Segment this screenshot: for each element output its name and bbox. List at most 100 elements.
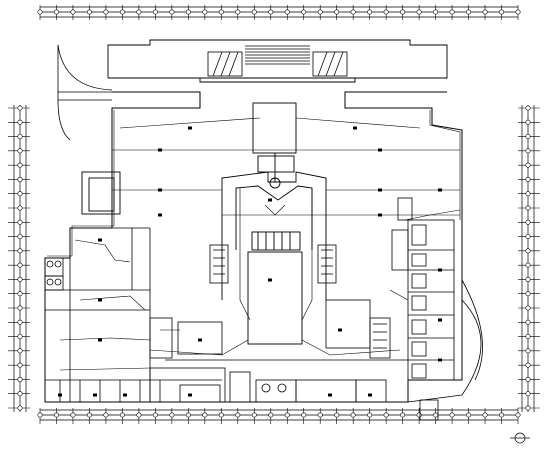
grid-bubble: [400, 412, 406, 418]
right-dimension-lines: [521, 105, 535, 412]
light-fixture-symbol: [158, 188, 162, 192]
stair-hatch-right: [312, 51, 348, 77]
grid-bubble: [17, 319, 23, 325]
lower-left-rooms: [44, 227, 222, 402]
left-grid-ticks: [8, 105, 30, 411]
grid-bubble: [367, 412, 373, 418]
grid-bubble: [70, 412, 76, 418]
north-symbol: [510, 432, 530, 444]
light-fixture-symbol: [378, 148, 382, 152]
grid-bubble: [525, 219, 531, 225]
grid-bubble: [169, 9, 175, 15]
light-fixture-symbol: [338, 328, 342, 332]
light-fixture-symbol: [368, 393, 372, 397]
bottom-dimension-lines: [40, 409, 518, 421]
light-fixture-symbol: [353, 126, 357, 130]
top-dimension-lines: [40, 6, 518, 18]
grid-bubble: [17, 105, 23, 111]
top-grid-ticks: [37, 5, 521, 20]
light-fixture-symbol: [123, 393, 127, 397]
grid-bubble: [17, 234, 23, 240]
grid-bubble: [17, 405, 23, 411]
grid-bubble: [466, 9, 472, 15]
grid-bubble: [433, 9, 439, 15]
grid-bubble: [525, 391, 531, 397]
grid-bubble: [17, 219, 23, 225]
light-fixture-symbol: [438, 188, 442, 192]
light-fixture-symbol: [93, 393, 97, 397]
grid-bubble: [525, 134, 531, 140]
grid-bubble: [152, 9, 158, 15]
light-fixture-symbol: [438, 358, 442, 362]
grid-bubble: [367, 9, 373, 15]
right-room-column: [391, 197, 455, 421]
grid-bubble: [70, 9, 76, 15]
grid-bubble: [169, 412, 175, 418]
grid-bubble: [17, 348, 23, 354]
grid-bubble: [466, 412, 472, 418]
grid-bubble: [218, 9, 224, 15]
grid-bubble: [525, 334, 531, 340]
grid-bubble: [515, 9, 521, 15]
grid-bubble: [525, 176, 531, 182]
grid-bubble: [152, 412, 158, 418]
left-dimension-lines: [13, 105, 27, 412]
light-fixture-symbol: [188, 393, 192, 397]
light-fixture-symbol: [328, 393, 332, 397]
light-fixture-symbol: [268, 278, 272, 282]
grid-bubble: [218, 412, 224, 418]
grid-bubble: [268, 412, 274, 418]
grid-bubble: [525, 205, 531, 211]
central-lobby: [221, 171, 327, 345]
light-fixtures: [58, 126, 442, 397]
grid-bubble: [301, 9, 307, 15]
grid-bubble: [86, 412, 92, 418]
grid-bubble: [525, 319, 531, 325]
grid-bubble: [17, 362, 23, 368]
grid-bubble: [17, 305, 23, 311]
grid-bubble: [284, 412, 290, 418]
grid-bubble: [185, 9, 191, 15]
lower-middle-rooms: [149, 244, 408, 403]
grid-bubble: [17, 176, 23, 182]
grid-bubble: [17, 119, 23, 125]
grid-bubble: [185, 412, 191, 418]
grid-bubble: [119, 9, 125, 15]
light-fixture-symbol: [438, 268, 442, 272]
grid-bubble: [17, 191, 23, 197]
grid-bubble: [525, 234, 531, 240]
grid-bubble: [416, 9, 422, 15]
grid-bubble: [525, 262, 531, 268]
grid-bubble: [17, 376, 23, 382]
top-entrance-block: [107, 39, 448, 83]
bottom-grid-ticks: [37, 408, 521, 424]
grid-bubble: [350, 9, 356, 15]
grid-bubble: [37, 9, 43, 15]
grid-bubble: [499, 9, 505, 15]
grid-bubble: [301, 412, 307, 418]
grid-bubble: [202, 9, 208, 15]
right-grid-ticks: [518, 105, 540, 411]
grid-bubble: [525, 348, 531, 354]
light-fixture-symbol: [378, 188, 382, 192]
building-outline: [44, 91, 463, 403]
grid-bubble: [525, 305, 531, 311]
light-fixture-symbol: [188, 126, 192, 130]
grid-bubble: [482, 9, 488, 15]
grid-bubble: [17, 148, 23, 154]
outer-wall-double-line: [47, 110, 461, 257]
light-fixture-symbol: [98, 298, 102, 302]
grid-bubble: [383, 9, 389, 15]
grid-bubble: [17, 205, 23, 211]
grid-bubble: [17, 334, 23, 340]
light-fixture-symbol: [268, 198, 272, 202]
grid-bubble: [251, 9, 257, 15]
grid-bubble: [525, 119, 531, 125]
grid-bubble: [119, 412, 125, 418]
light-fixture-symbol: [378, 213, 382, 217]
grid-bubble: [136, 9, 142, 15]
grid-bubble: [37, 412, 43, 418]
grid-bubble: [350, 412, 356, 418]
grid-bubble: [400, 9, 406, 15]
